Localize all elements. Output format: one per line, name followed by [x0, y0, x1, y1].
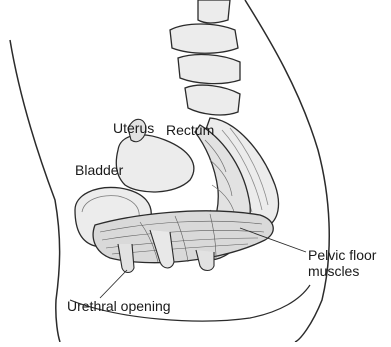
pelvic-floor-label: Pelvic floor muscles [308, 247, 376, 279]
bladder-label: Bladder [75, 162, 123, 178]
urethral-opening-label: Urethral opening [67, 298, 171, 314]
pelvic-floor-label-line2: muscles [308, 263, 376, 279]
pelvic-floor-label-line1: Pelvic floor [308, 247, 376, 263]
rectum-label: Rectum [166, 122, 214, 138]
body-outline-front [10, 40, 60, 342]
urethra [118, 244, 134, 273]
anal-canal [196, 250, 214, 271]
uterus [116, 135, 194, 192]
leader-line-urethral-opening [100, 270, 127, 298]
uterus-label: Uterus [113, 120, 154, 136]
